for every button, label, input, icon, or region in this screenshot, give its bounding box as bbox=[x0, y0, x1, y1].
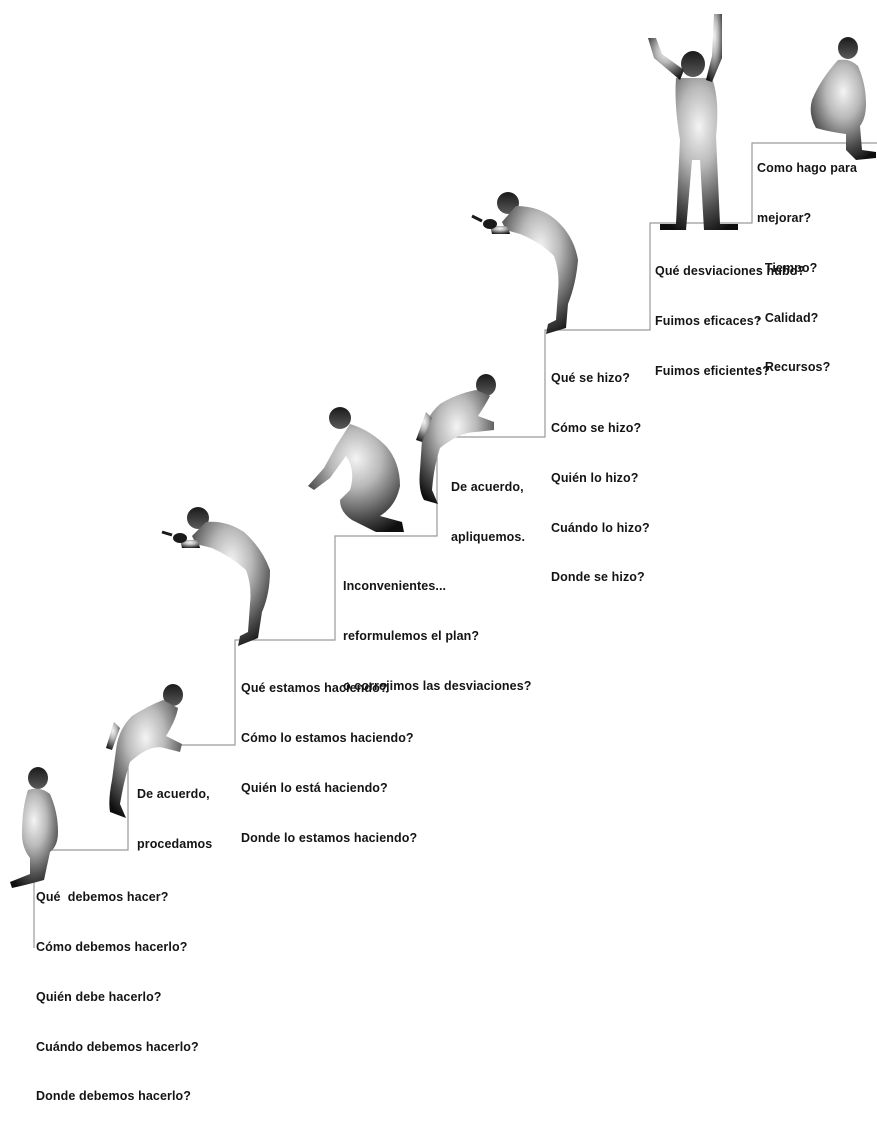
step-line: Cómo lo estamos haciendo? bbox=[241, 730, 417, 747]
step-line: Cómo se hizo? bbox=[551, 420, 650, 437]
step-text-review: Qué se hizo? Cómo se hizo? Quién lo hizo… bbox=[551, 337, 650, 603]
staircase-diagram bbox=[0, 0, 877, 957]
step-line: De acuerdo, bbox=[137, 786, 212, 803]
step-line: Cómo debemos hacerlo? bbox=[36, 939, 199, 956]
step-line: procedamos bbox=[137, 836, 212, 853]
step-line: reformulemos el plan? bbox=[343, 628, 532, 645]
step-line: - Recursos? bbox=[757, 359, 857, 376]
step-line: - Calidad? bbox=[757, 310, 857, 327]
step-text-improve: Como hago para mejorar? - Tiempo? - Cali… bbox=[757, 127, 857, 393]
step-line: Donde debemos hacerlo? bbox=[36, 1088, 199, 1105]
step-line: Como hago para bbox=[757, 160, 857, 177]
step-line: Qué debemos hacer? bbox=[36, 889, 199, 906]
step-line: mejorar? bbox=[757, 210, 857, 227]
figure-arms-raised bbox=[648, 14, 738, 230]
step-line: Qué se hizo? bbox=[551, 370, 650, 387]
figure-head bbox=[28, 767, 48, 789]
magnifier-icon bbox=[472, 216, 497, 229]
step-line: Inconvenientes... bbox=[343, 578, 532, 595]
figure-arm bbox=[648, 38, 684, 80]
step-line: apliquemos. bbox=[451, 529, 525, 546]
step-line: Cuándo lo hizo? bbox=[551, 520, 650, 537]
step-text-apply: De acuerdo, apliquemos. bbox=[451, 446, 525, 562]
step-line: Quién debe hacerlo? bbox=[36, 989, 199, 1006]
figure-reaching bbox=[308, 407, 404, 532]
figure-head bbox=[681, 51, 705, 77]
step-text-do: De acuerdo, procedamos bbox=[137, 753, 212, 869]
figure-body bbox=[502, 206, 578, 334]
step-line: Cuándo debemos hacerlo? bbox=[36, 1039, 199, 1056]
figure-magnifier-1 bbox=[180, 507, 270, 646]
step-line: De acuerdo, bbox=[451, 479, 525, 496]
step-line: Quién lo está haciendo? bbox=[241, 780, 417, 797]
step-text-plan: Qué debemos hacer? Cómo debemos hacerlo?… bbox=[36, 856, 199, 1122]
figure-body bbox=[192, 522, 270, 646]
step-line: o correjimos las desviaciones? bbox=[343, 678, 532, 695]
step-line: Quién lo hizo? bbox=[551, 470, 650, 487]
figure-head bbox=[329, 407, 351, 429]
figure-head bbox=[838, 37, 858, 59]
figure-magnifier-2 bbox=[490, 192, 578, 334]
step-line: Donde se hizo? bbox=[551, 569, 650, 586]
step-text-act: Inconvenientes... reformulemos el plan? … bbox=[343, 545, 532, 711]
magnifier-icon bbox=[162, 532, 187, 543]
figure-arm bbox=[706, 14, 722, 82]
figure-body bbox=[308, 424, 404, 532]
step-line: Donde lo estamos haciendo? bbox=[241, 830, 417, 847]
figure-body bbox=[660, 78, 738, 230]
step-line: - Tiempo? bbox=[757, 260, 857, 277]
